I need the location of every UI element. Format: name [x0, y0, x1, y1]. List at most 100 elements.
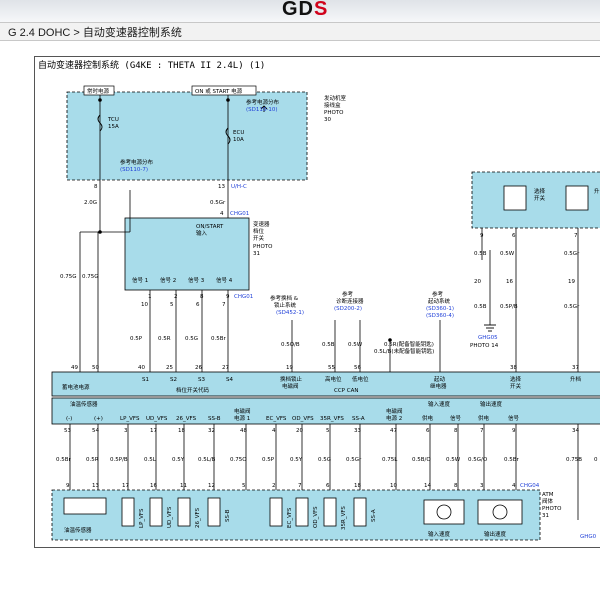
bw-0-5g-o: 0.5G/O: [468, 457, 488, 463]
bw-0-75l: 0.75L: [382, 457, 398, 463]
ghg05-label: GHG05: [478, 335, 498, 341]
pin-8: 8: [94, 184, 98, 190]
ghg-right-label: GHG0: [580, 534, 597, 540]
rpin-6: 6: [512, 233, 516, 239]
up-switch-label: 升: [594, 187, 600, 195]
junction-label-2: 接线盒: [324, 101, 341, 109]
output-speed-sensor-icon: [477, 499, 523, 525]
select-sw-2: 开关: [510, 382, 522, 390]
bw-0-5w: 0.5W: [446, 457, 461, 463]
cpin-6: 6: [326, 483, 330, 489]
s2-label: S2: [170, 377, 177, 383]
cpin-2: 2: [272, 483, 276, 489]
ud-vfs-vertical: UD_VFS: [167, 506, 173, 528]
wire-0-5r-note: 0.5R(配备智能钥匙): [384, 340, 434, 348]
ref-diag-2: 诊断连接器: [336, 297, 364, 305]
cpin-13: 13: [92, 483, 99, 489]
tcm-bar: [51, 371, 600, 397]
range-code-label: 档位开关代码: [176, 386, 210, 394]
output-signal-label: 信号: [508, 414, 520, 422]
bpin-48: 48: [240, 428, 247, 434]
tpin-19: 19: [286, 365, 293, 371]
bw-0-5b-o: 0.5B/O: [412, 457, 431, 463]
tpin-26: 26: [195, 365, 202, 371]
ssa-label: SS-A: [352, 416, 365, 422]
rwire-0-5p-b: 0.5P/B: [500, 304, 518, 310]
bpin-34: 34: [572, 428, 579, 434]
bw-0-5r: 0.5R: [86, 457, 99, 463]
wire-0-5w: 0.5W: [348, 342, 363, 348]
ccp-can-label: CCP CAN: [334, 388, 358, 394]
bpin-17: 17: [150, 428, 157, 434]
tpin-40: 40: [138, 365, 145, 371]
bpin-33: 33: [354, 428, 361, 434]
oil-temp-sensor-bottom: 油温传感器: [64, 526, 92, 534]
rwire-0-5w: 0.5W: [500, 251, 515, 257]
ref-start-1: 参考: [432, 290, 444, 298]
solenoid-power-2b: 电源 2: [386, 414, 402, 422]
pin-7: 7: [222, 302, 226, 308]
atm-label-2: 阀体: [542, 497, 554, 505]
bpin-54: 54: [92, 428, 99, 434]
photo-31-b-label: PHOTO: [542, 506, 562, 512]
can-high-label: 高电位: [325, 375, 342, 383]
input-signal-label: 信号: [450, 414, 462, 422]
tpin-50: 50: [92, 365, 99, 371]
ec-vfs-vertical: EC_VFS: [287, 507, 293, 528]
always-power-label: 常时电源: [87, 87, 110, 95]
rwire-0-5b-2: 0.5B: [474, 304, 487, 310]
signal-2-label: 信号 2: [160, 276, 176, 284]
gds-logo: GDS: [282, 0, 329, 20]
switch-pin-2: 2: [174, 294, 178, 300]
pin-13: 13: [218, 184, 225, 190]
ud-vfs-label: UD_VFS: [146, 416, 168, 422]
diagram-title: 自动变速器控制系统 (G4KE : THETA II 2.4L) (1): [38, 61, 266, 71]
tcm-lower-bar: [51, 397, 600, 425]
od-vfs-vertical: OD_VFS: [313, 506, 319, 528]
vfs35r-vertical: 35R_VFS: [341, 506, 347, 530]
ssa-vertical: SS-A: [371, 509, 377, 522]
photo-30-number: 30: [324, 117, 331, 123]
tpin-27: 27: [222, 365, 229, 371]
fuse-box: [66, 91, 308, 181]
cpin-17: 17: [122, 483, 129, 489]
oil-temp-sensor-label: 油温传感器: [70, 400, 98, 408]
cpin-16: 16: [150, 483, 157, 489]
rpin-20: 20: [474, 279, 481, 285]
bpin-4: 4: [272, 428, 276, 434]
vfs26-label: 26_VFS: [176, 416, 197, 422]
photo-31-b-number: 31: [542, 513, 549, 519]
signal-3-label: 信号 3: [188, 276, 205, 284]
vfs26-coil-icon: [177, 497, 191, 527]
bw-0-5-right: 0: [594, 457, 598, 463]
lp-vfs-coil-icon: [121, 497, 135, 527]
bw-0-5gr: 0.5Gr: [346, 457, 362, 463]
ref-sd110-10: (SD110-10): [246, 107, 278, 113]
od-vfs-coil-icon: [295, 497, 309, 527]
cpin-7: 7: [298, 483, 302, 489]
splice-dot-icon: [226, 98, 230, 102]
cpin-4: 4: [512, 483, 516, 489]
on-start-power-tag: [191, 85, 257, 96]
wire-0-5gr-top: 0.5Gr: [210, 200, 226, 206]
input-speed-sensor-icon: [423, 499, 465, 525]
vfs35r-coil-icon: [323, 497, 337, 527]
photo-31-number: 31: [253, 251, 260, 257]
select-switch-1: 选择: [534, 187, 546, 195]
bw-0-75o: 0.75O: [230, 457, 247, 463]
cpin-14: 14: [424, 483, 431, 489]
bw-0-75b: 0.75B: [566, 457, 582, 463]
sensor-wave-icons: [436, 504, 508, 520]
input-speed-wave-icon: [436, 504, 452, 520]
bpin-18: 18: [178, 428, 185, 434]
trans-range-2: 档位: [253, 227, 265, 235]
splice-dot-icon: [388, 338, 392, 342]
bw-0-5y-2: 0.5Y: [290, 457, 303, 463]
ec-vfs-label: EC_VFS: [266, 416, 287, 422]
splice-dot-icon: [98, 230, 102, 234]
breadcrumb[interactable]: G 2.4 DOHC > 自动变速器控制系统: [8, 27, 182, 39]
on-start-input-2: 输入: [196, 229, 208, 237]
ref-power-left: 参考电源分布: [120, 158, 154, 166]
ecu-fuse-name: ECU: [233, 130, 244, 136]
photo-31-label: PHOTO: [253, 244, 273, 250]
